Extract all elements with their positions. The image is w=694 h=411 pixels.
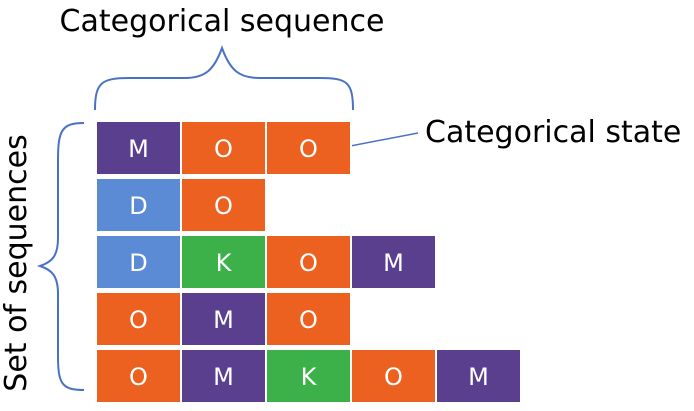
state-cell: K [180,234,267,290]
state-cell-box [180,120,267,176]
state-cell: O [95,348,182,404]
state-cell: M [95,120,182,176]
state-cell: O [350,348,437,404]
state-cell: O [95,291,182,347]
state-cell-box [265,348,352,404]
state-cell-label: O [299,249,318,277]
state-cell-label: O [384,363,403,391]
state-cell-label: O [299,135,318,163]
state-cell-label: O [129,363,148,391]
state-cell: O [180,177,267,233]
state-cell-label: M [213,306,234,334]
state-cell-label: M [468,363,489,391]
state-cell: O [265,120,352,176]
state-cell-label: O [214,192,233,220]
state-cell-box [435,348,522,404]
state-cell-label: M [213,363,234,391]
state-cell-label: O [299,306,318,334]
state-cell: M [180,291,267,347]
state-cell-box [95,348,182,404]
state-cell-box [95,291,182,347]
state-cell: M [350,234,437,290]
state-cell-label: O [214,135,233,163]
state-cell-box [180,177,267,233]
state-cell-box [350,234,437,290]
categorical-sequence-label: Categorical sequence [60,4,385,39]
state-cell: O [265,234,352,290]
state-cell: D [95,177,182,233]
state-cell-label: D [129,249,147,277]
state-cell-label: M [128,135,149,163]
state-pointer-line [339,132,419,149]
state-cell-label: D [129,192,147,220]
set-of-sequences-label: Set of sequences [0,134,34,391]
state-cell-label: M [383,249,404,277]
state-cell: O [265,291,352,347]
state-cell-label: K [216,249,233,277]
state-cell-box [180,348,267,404]
state-cell-label: K [301,363,318,391]
state-cell: M [180,348,267,404]
state-cell: K [265,348,352,404]
top-brace [94,45,354,111]
state-cell: O [180,120,267,176]
left-brace [36,122,85,391]
state-cell-box [350,348,437,404]
state-cell-box [180,291,267,347]
state-cell-label: O [129,306,148,334]
state-cell-box [265,120,352,176]
state-cell-box [265,291,352,347]
state-cell: M [435,348,522,404]
categorical-state-label: Categorical state [425,115,681,150]
state-cell: D [95,234,182,290]
